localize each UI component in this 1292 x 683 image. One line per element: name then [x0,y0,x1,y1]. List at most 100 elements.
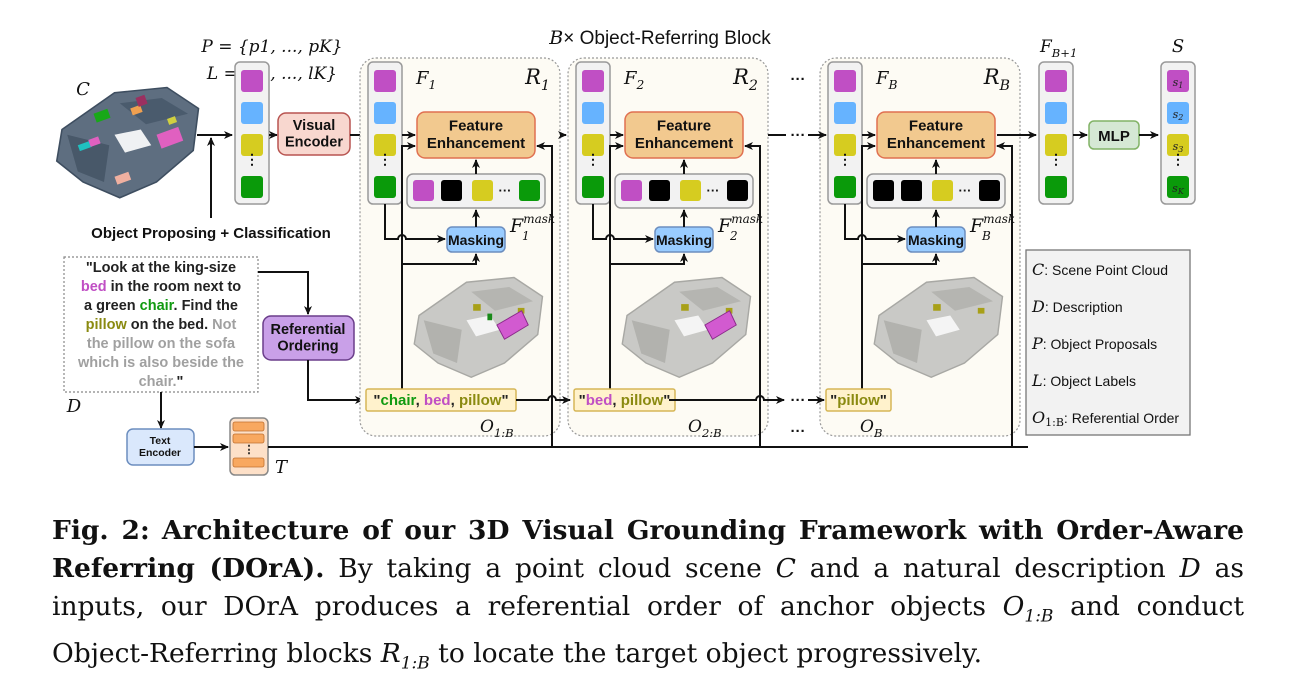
score-column-cell [1167,134,1189,156]
score-label: s3 [1173,140,1184,154]
final-features-cell [1045,134,1067,156]
block-r-label: R2 [732,65,758,94]
block-features-R1-cell [374,134,396,156]
legend-item: D: Description [1031,297,1123,316]
caption-symbol-c: C [775,553,796,584]
arrow-order1-to-order2 [516,395,571,404]
description-line: the pillow on the sofa [87,336,236,352]
feature-enhancement-box [624,111,744,159]
block-features-R2-cell [582,176,604,198]
scene-point-cloud [55,86,200,199]
arrow-text-to-enhancement [401,142,416,393]
description-line: pillow on the bed. Not [86,317,237,333]
referential-order-text: "bed, pillow" [579,392,671,409]
arrow-tbus-to-enhancement [996,142,1013,447]
text-feature-token [232,433,265,444]
scene-wall [631,320,670,363]
score-column-cell [1167,102,1189,124]
block-ellipsis: ··· [791,127,806,144]
highlight-bed [496,310,529,340]
feature-enhancement-box [416,111,536,159]
scene-wall [679,287,741,311]
legend-item: P: Object Proposals [1031,334,1157,353]
block-feature-label: F1 [415,68,436,92]
block-title: B× Object-Referring Block [548,27,771,49]
masking-label: Masking [656,232,712,248]
vertical-ellipsis: ⋮ [245,151,259,167]
object-proposing-label: Object Proposing + Classification [91,225,331,242]
arrow-order-to-masking [862,253,940,265]
block-features-R2-cell [582,70,604,92]
referential-order-label: O1:B [480,417,514,440]
highlight-pillow [681,304,689,311]
masked-feature-cell [727,180,748,201]
caption-symbol-o: O [1002,591,1025,622]
block-features-R2-cell [582,102,604,124]
block-r-label: RB [983,65,1010,94]
figure-label: Fig. 2: [52,515,150,546]
arrow-order-to-masking [610,253,688,265]
block-features-RB-cell [834,70,856,92]
scores-label-s: S [1172,36,1184,57]
masked-feature-cell [979,180,1000,201]
block-feature-label: FB [875,68,898,92]
block-features-RB-cell [834,134,856,156]
vertical-ellipsis: ⋮ [244,444,255,456]
final-features-cell [1045,176,1067,198]
proposal-features-cell [241,134,263,156]
referential-order-text: "chair, bed, pillow" [373,392,508,409]
description-label-d: D [66,396,82,417]
score-column-cell [1167,70,1189,92]
score-label: s1 [1173,76,1184,90]
masked-feature-cell [680,180,701,201]
masked-feature-cell [649,180,670,201]
scene-object [88,136,101,147]
text-features-label-t: T [275,457,289,478]
scene-open-floor [926,315,960,337]
block-features-R1-cell [374,102,396,124]
caption-symbol-o-sub: 1:B [1024,606,1054,627]
caption-text-2: and a natural description [795,553,1180,584]
figure-caption: Fig. 2: Architecture of our 3D Visual Gr… [52,512,1244,683]
arrow-ordering-to-order1 [307,360,364,404]
score-column-cell [1167,176,1189,198]
description-line: bed in the room next to [81,279,241,295]
final-features-label: FB+1 [1039,37,1077,60]
legend-item: O1:B: Referential Order [1032,408,1179,429]
masked-feature-cell [519,180,540,201]
arrow-tbus-to-enhancement [536,142,553,447]
proposal-features-cell [241,102,263,124]
final-features [1038,61,1074,205]
block-features-R1-cell [374,176,396,198]
scene-object [156,126,184,149]
feature-enhancement-box [876,111,996,159]
scene-object [135,94,148,107]
highlight-pillow [977,307,985,314]
vertical-ellipsis: ⋮ [1049,151,1063,167]
masking-label: Masking [908,232,964,248]
legend-item: C: Scene Point Cloud [1032,260,1168,279]
scene-object [114,171,132,185]
caption-text-1: By taking a point cloud scene [324,553,776,584]
masked-scene [413,276,544,379]
scene-open-floor [466,315,500,337]
order-ellipsis: ··· [791,392,806,409]
masking-label: Masking [448,232,504,248]
text-feature-token [232,421,265,432]
scene-open-floor [114,129,152,153]
scene-object [130,104,143,116]
highlight-chair [487,313,493,321]
caption-text-4: and conduct Object-Referring blocks [52,591,1244,670]
final-features-cell [1045,70,1067,92]
description-line: chair." [139,374,184,390]
proposal-features-cell [241,70,263,92]
legend-box [1025,249,1191,436]
arrow-text-to-enhancement [861,142,876,393]
arrow-order2-out [669,395,785,404]
description-line: a green chair. Find the [84,298,238,314]
masked-feature-cell [873,180,894,201]
score-column [1160,61,1196,205]
